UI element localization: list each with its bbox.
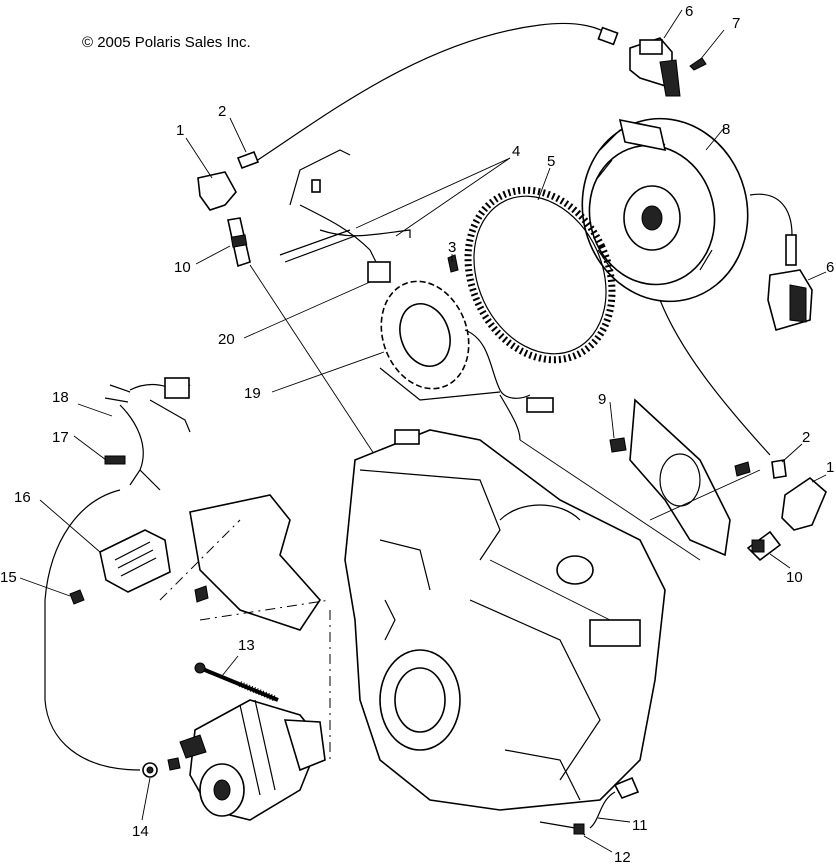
centerline-engine	[489, 559, 611, 621]
callout-20: 20	[218, 331, 235, 348]
callout-labels: 6 7 8 6 1 2 4 5 10 3 20 19 18 17 16 15 9…	[0, 3, 834, 865]
callout-1-left: 1	[176, 122, 184, 139]
centerline-right	[519, 439, 761, 561]
leader-lines	[19, 9, 827, 853]
callout-10-left: 10	[174, 259, 191, 276]
part-spark-plug-10b	[746, 530, 782, 562]
part-engine-block	[344, 429, 666, 811]
part-spark-plug-cap-1a	[197, 171, 237, 211]
part-connector-20	[367, 249, 391, 283]
callout-8: 8	[722, 121, 730, 138]
part-screw-7	[689, 29, 725, 71]
callout-12: 12	[614, 849, 631, 865]
callout-4: 4	[512, 143, 520, 160]
part-ignition-coil-right	[659, 193, 813, 456]
part-flywheel	[581, 117, 749, 303]
callout-14: 14	[132, 823, 149, 840]
part-wiring-harness-18	[104, 377, 191, 486]
callout-6-top: 6	[685, 3, 693, 20]
part-ring-gear	[464, 186, 616, 364]
part-regulator-16	[99, 529, 171, 593]
part-bracket-9	[609, 398, 751, 557]
callout-2-right: 2	[802, 429, 810, 446]
callout-18: 18	[52, 389, 69, 406]
part-bolt-13	[194, 662, 279, 702]
callout-3: 3	[448, 239, 456, 256]
part-spark-plug-cap-1b	[781, 476, 827, 531]
copyright-notice: © 2005 Polaris Sales Inc.	[82, 34, 251, 51]
callout-10-right: 10	[786, 569, 803, 586]
callout-15: 15	[0, 569, 17, 586]
callout-5: 5	[547, 153, 555, 170]
part-ignition-coil-top	[249, 22, 681, 166]
callout-16: 16	[14, 489, 31, 506]
part-plug-clip-2a	[236, 150, 260, 170]
harness-wire-loop	[44, 489, 141, 771]
part-screw-15	[69, 589, 85, 605]
part-spark-plug-10a	[227, 217, 251, 268]
callout-2-left: 2	[218, 103, 226, 120]
callout-9: 9	[598, 391, 606, 408]
part-screw-3	[447, 254, 459, 273]
part-wire-12	[539, 821, 586, 836]
callout-6-right: 6	[826, 259, 834, 276]
part-sensor-11	[589, 776, 640, 829]
part-plug-clip-2b	[771, 459, 787, 479]
part-starter-motor	[179, 699, 326, 821]
callout-17: 17	[52, 429, 69, 446]
part-mount-bracket-left	[159, 494, 331, 631]
callout-11: 11	[632, 817, 648, 834]
callout-13: 13	[238, 637, 255, 654]
part-wiring-harness-4	[279, 149, 411, 263]
part-clip-17	[104, 455, 126, 465]
callout-7: 7	[732, 15, 740, 32]
callout-1-right: 1	[826, 459, 834, 476]
part-stator	[379, 280, 554, 441]
callout-19: 19	[244, 385, 261, 402]
part-nut-14	[142, 757, 181, 778]
